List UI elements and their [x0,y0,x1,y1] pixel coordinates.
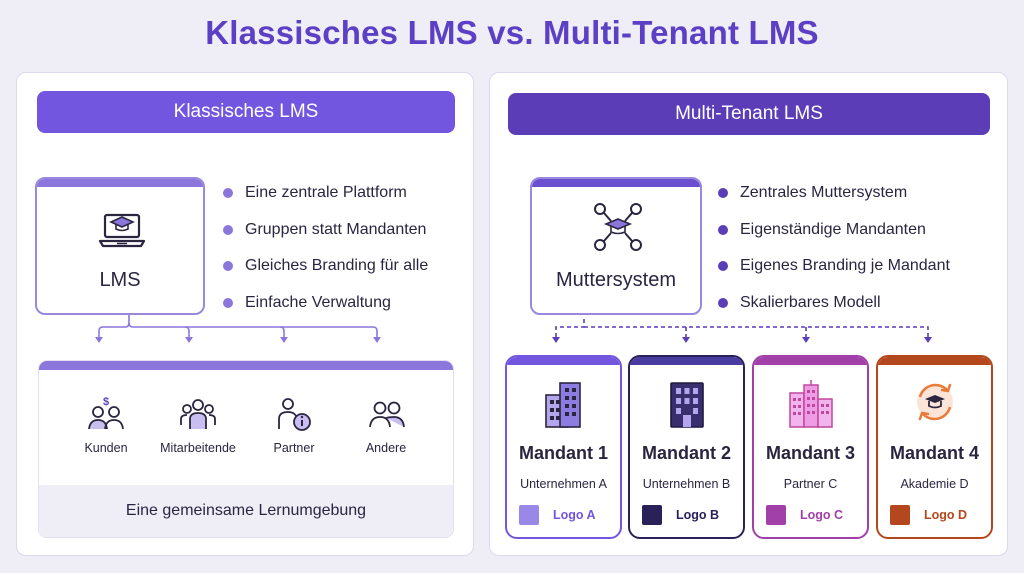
feature-item: Zentrales Muttersystem [718,183,950,220]
group-employees: Mitarbeitende [153,395,243,455]
tenant-topbar [878,357,991,365]
multi-tenant-feature-list: Zentrales Muttersystem Eigenständige Man… [718,183,950,329]
feature-item: Skalierbares Modell [718,293,950,330]
tenant-name: Mandant 3 [765,443,855,463]
mother-system-box: Muttersystem [530,177,702,315]
logo-label: Logo B [676,508,720,522]
lms-label: LMS [99,269,141,291]
group-partner: Partner [249,395,339,455]
lms-system-box: LMS [35,177,205,315]
tenant-card-4: Mandant 4 Akademie D Logo D [876,355,993,539]
classic-connector-lines [95,315,381,343]
tenant-company: Unternehmen A [520,477,607,491]
tenant-name: Mandant 2 [641,443,731,463]
city-buildings-icon [788,380,833,428]
tenant-company: Akademie D [900,477,969,491]
group-label: Mitarbeitende [160,441,236,455]
multi-tenant-banner: Multi-Tenant LMS [508,93,990,135]
tenant-name: Mandant 1 [518,443,608,463]
people-icon [369,401,405,428]
classic-lms-panel: Klassisches LMS LMS Eine zentrale Plattf… [16,72,474,556]
logo-swatch [890,505,910,525]
tenant-company: Unternehmen B [642,477,731,491]
feature-item: Eigenes Branding je Mandant [718,256,950,293]
tenant-card-1: Mandant 1 Unternehmen A Logo A [505,355,622,539]
group-customers: $ Kunden [61,395,151,455]
tenant-name: Mandant 4 [889,443,979,463]
tenant-company: Partner C [783,477,838,491]
group-others: Andere [341,395,431,455]
tenant-topbar [754,357,867,365]
logo-label: Logo D [924,508,968,522]
shared-environment-footer: Eine gemeinsame Lernumgebung [39,485,453,537]
network-graduation-icon [594,203,642,251]
lms-box-topbar [37,179,203,187]
partner-info-icon [278,398,311,431]
feature-item: Gleiches Branding für alle [223,256,428,293]
classic-lms-banner: Klassisches LMS [37,91,455,133]
laptop-graduation-icon [98,213,146,248]
feature-item: Einfache Verwaltung [223,293,428,330]
classic-feature-list: Eine zentrale Plattform Gruppen statt Ma… [223,183,428,329]
group-label: Kunden [84,441,128,455]
feature-item: Eigenständige Mandanten [718,220,950,257]
shared-group-box: $ Kunden Mitarbeitende Par [39,361,453,537]
mother-system-label: Muttersystem [555,269,677,291]
svg-text:$: $ [103,396,109,408]
group-box-topbar [39,361,453,370]
feature-item: Eine zentrale Plattform [223,183,428,220]
employees-icon [180,399,216,429]
logo-swatch [519,505,539,525]
office-tower-icon [669,382,704,428]
tenant-card-3: Mandant 3 Partner C Logo C [752,355,869,539]
group-label: Andere [365,441,407,455]
customers-money-icon: $ [88,396,124,430]
group-label: Partner [273,441,315,455]
tenant-topbar [507,357,620,365]
academy-cycle-icon [916,383,953,421]
logo-label: Logo A [553,508,596,522]
logo-swatch [642,505,662,525]
feature-item: Gruppen statt Mandanten [223,220,428,257]
tenant-card-2: Mandant 2 Unternehmen B Logo B [628,355,745,539]
multi-tenant-panel: Multi-Tenant LMS Muttersystem Zentrales … [489,72,1008,556]
mother-box-topbar [532,179,700,187]
logo-swatch [766,505,786,525]
tenant-topbar [630,357,743,365]
logo-label: Logo C [800,508,844,522]
office-buildings-icon [544,382,581,428]
tenant-connector-lines [552,319,932,343]
page-title: Klassisches LMS vs. Multi-Tenant LMS [205,14,819,51]
